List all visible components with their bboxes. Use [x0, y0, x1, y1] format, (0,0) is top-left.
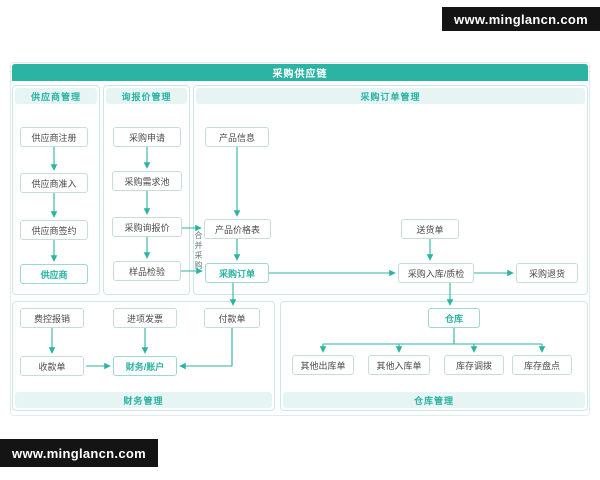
section-order-management: 采购订单管理: [193, 85, 588, 295]
section-supplier-management-header: 供应商管理: [15, 88, 97, 104]
node-price-list: 产品价格表: [204, 219, 271, 239]
node-other-inbound-order: 其他入库单: [368, 355, 430, 375]
node-purchase-inquiry: 采购询报价: [112, 217, 182, 237]
diagram-title: 采购供应链: [12, 64, 588, 81]
node-expense-reimbursement: 费控报销: [20, 308, 84, 328]
node-purchase-order: 采购订单: [205, 263, 269, 283]
node-delivery-note: 送货单: [401, 219, 459, 239]
node-purchase-return: 采购退货: [516, 263, 578, 283]
node-supplier-registration: 供应商注册: [20, 127, 88, 147]
watermark-top: www.minglancn.com: [442, 7, 600, 31]
node-warehouse: 仓库: [428, 308, 480, 328]
node-purchase-application: 采购申请: [113, 127, 181, 147]
node-demand-pool: 采购需求池: [112, 171, 182, 191]
node-supplier-access: 供应商准入: [20, 173, 88, 193]
node-supplier: 供应商: [20, 264, 88, 284]
node-finance-account: 财务/账户: [113, 356, 177, 376]
section-warehouse-management-header: 仓库管理: [283, 392, 585, 408]
merge-purchase-label: 合并采购: [194, 231, 203, 271]
node-input-invoice: 进项发票: [113, 308, 177, 328]
node-product-info: 产品信息: [205, 127, 269, 147]
watermark-bottom: www.minglancn.com: [0, 439, 158, 467]
node-receipt-order: 收款单: [20, 356, 84, 376]
section-order-management-header: 采购订单管理: [196, 88, 585, 104]
node-payment-order: 付款单: [204, 308, 260, 328]
section-inquiry-management-header: 询报价管理: [106, 88, 187, 104]
node-other-outbound-order: 其他出库单: [292, 355, 354, 375]
node-inbound-quality-check: 采购入库/质检: [398, 263, 474, 283]
section-finance-management-header: 财务管理: [15, 392, 272, 408]
node-sample-inspection: 样品检验: [113, 261, 181, 281]
node-stock-count: 库存盘点: [512, 355, 572, 375]
node-supplier-contract: 供应商签约: [20, 220, 88, 240]
node-stock-transfer: 库存调拨: [444, 355, 504, 375]
